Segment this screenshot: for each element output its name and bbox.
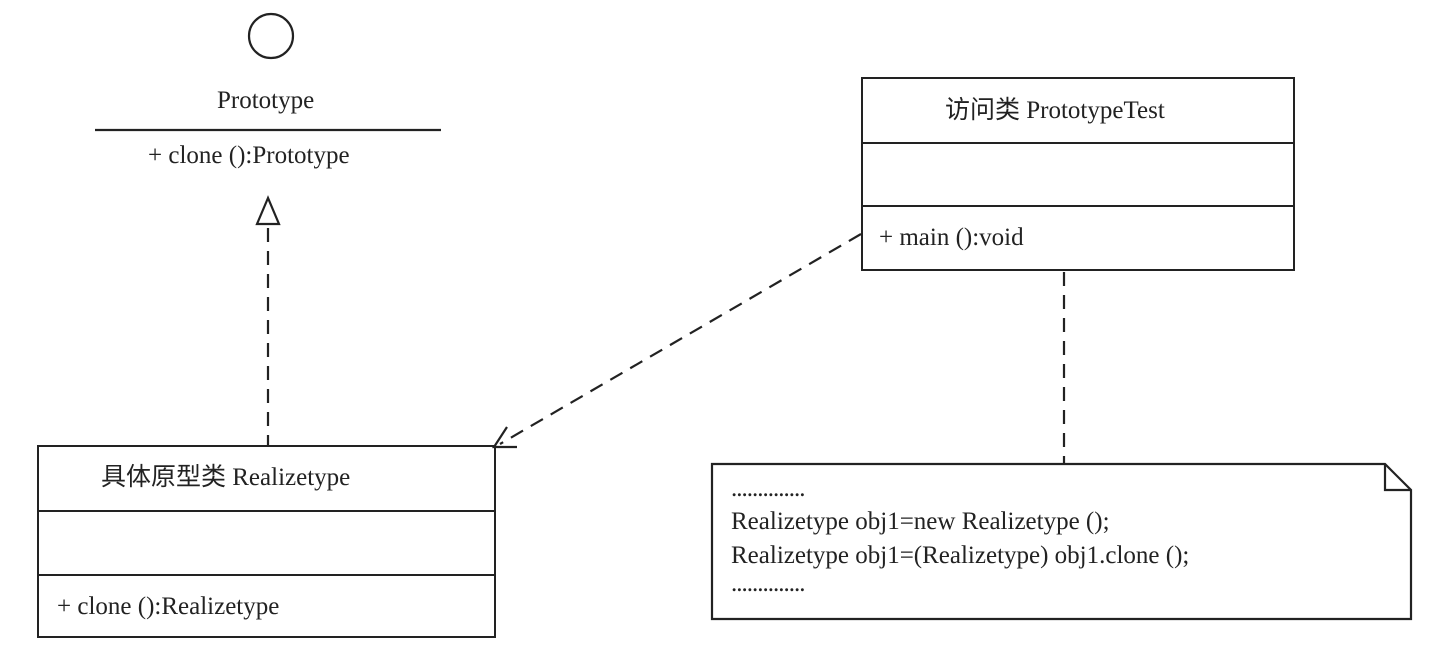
concrete-class-operation: + clone ():Realizetype xyxy=(57,593,280,620)
note-line-2: Realizetype obj1=new Realizetype (); xyxy=(731,508,1110,535)
interface-lollipop-icon xyxy=(247,12,295,60)
interface-name: Prototype xyxy=(217,87,315,114)
client-class-name: 访问类 PrototypeTest xyxy=(945,97,1165,124)
realization-arrowhead-icon xyxy=(255,195,281,226)
interface-operation: + clone ():Prototype xyxy=(148,142,350,169)
concrete-class-name: 具体原型类 Realizetype xyxy=(101,464,351,491)
note-line-3: Realizetype obj1=(Realizetype) obj1.clon… xyxy=(731,542,1190,569)
note-line-1: .............. xyxy=(731,475,805,502)
client-class-attributes xyxy=(863,142,1293,206)
note-shape xyxy=(710,462,1413,621)
client-class-box: 访问类 PrototypeTest + main ():void xyxy=(861,77,1295,271)
note-line-4: .............. xyxy=(731,570,805,597)
concrete-class-operations: + clone ():Realizetype xyxy=(39,574,494,638)
concrete-class-attributes xyxy=(39,510,494,574)
client-class-operations: + main ():void xyxy=(863,205,1293,271)
concrete-class-box: 具体原型类 Realizetype + clone ():Realizetype xyxy=(37,445,496,638)
client-class-operation: + main ():void xyxy=(879,224,1024,251)
dependency-line xyxy=(499,233,862,445)
note-fold-icon xyxy=(1383,464,1411,492)
